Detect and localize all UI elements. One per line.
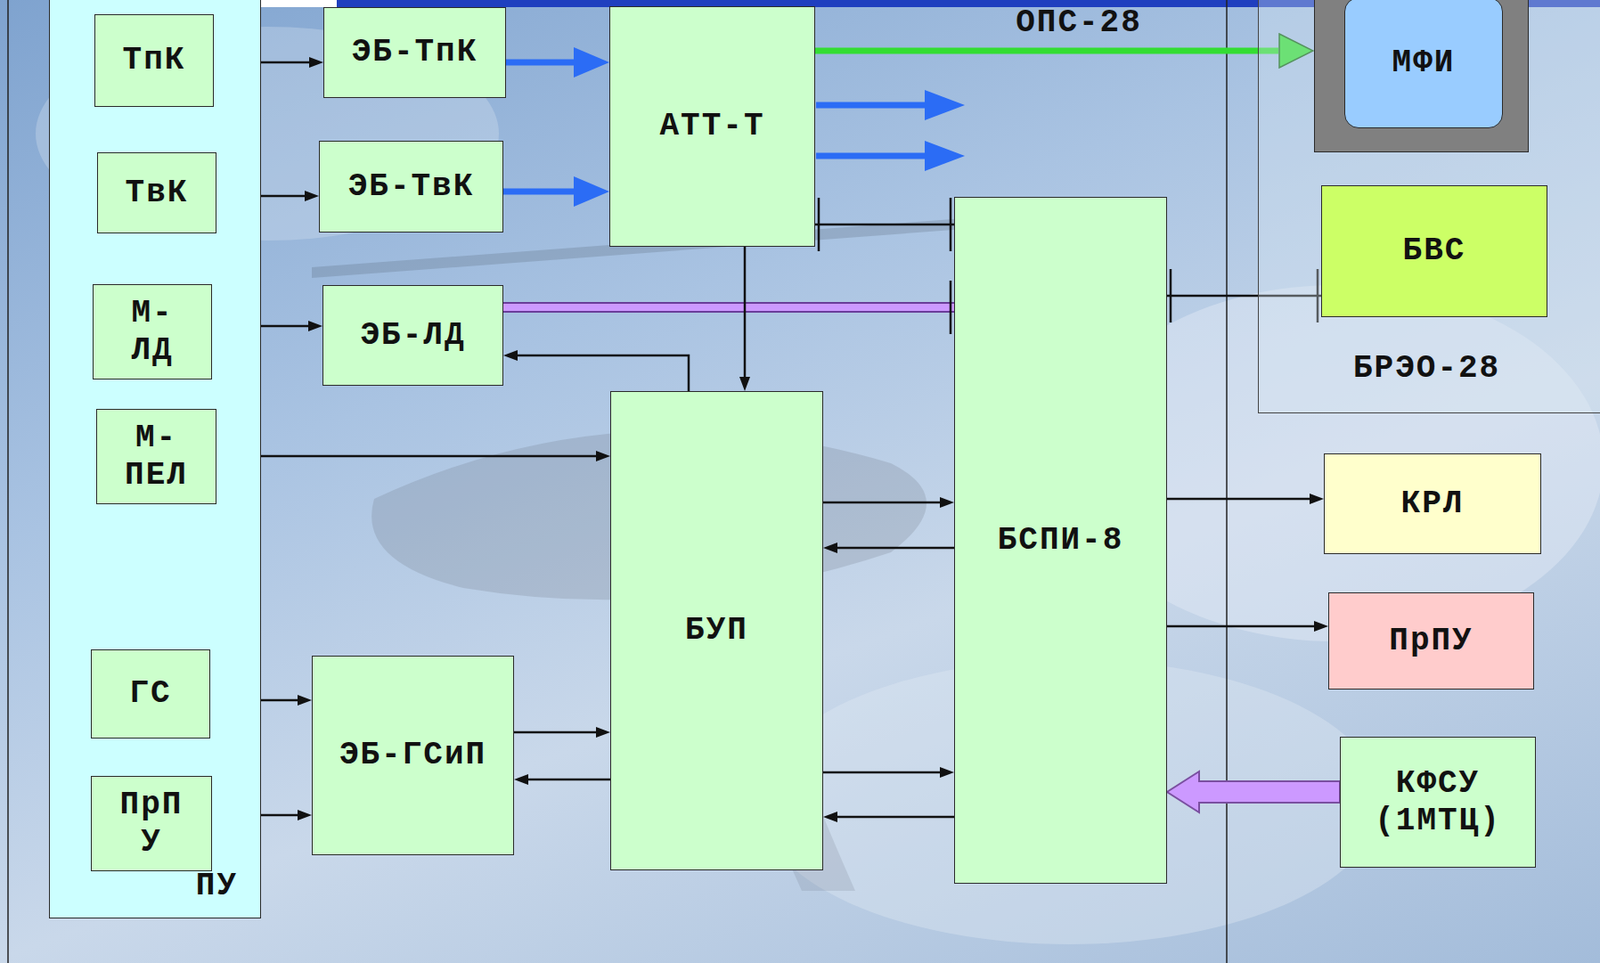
bus-tick: [949, 197, 953, 252]
display-screen: МФИ: [1344, 0, 1503, 129]
process-box: М- ЛД: [92, 284, 213, 380]
region-border: [1225, 0, 1228, 963]
output-arrow: [816, 153, 927, 160]
region-border: [7, 0, 9, 963]
connector: [837, 547, 955, 549]
box-label: М- ЛД: [115, 294, 190, 369]
process-box: ЭБ-ГСиП: [311, 655, 515, 856]
process-box: БУП: [610, 391, 824, 871]
region-panel: ПУ ТпК ТвК М- ЛД М- ПЕЛ ГС ПрП У: [48, 0, 262, 919]
connector: [506, 62, 574, 64]
data-bus: [503, 302, 955, 313]
arrow-line: [1167, 497, 1310, 501]
arrow-line: [837, 816, 955, 819]
box-label: ТвК: [125, 174, 189, 212]
data-bus: [503, 303, 955, 311]
connector: [1167, 498, 1310, 500]
arrow-line: [823, 501, 940, 505]
arrow-line: [815, 48, 1279, 55]
arrow-head: [924, 89, 965, 121]
arrow-line: [1167, 625, 1315, 629]
process-box: БВС: [1321, 185, 1548, 318]
process-box: ГС: [90, 649, 211, 739]
box-label: БУП: [685, 612, 749, 649]
connector: [503, 280, 955, 335]
connector: [503, 191, 574, 193]
output-arrow: [816, 102, 927, 109]
arrow-line: [503, 188, 574, 196]
arrow-line: [506, 59, 574, 66]
logo-area: [261, 0, 337, 8]
box-label: БВС: [1403, 232, 1467, 270]
process-box: ЭБ-ТвК: [318, 140, 504, 233]
process-box: АТТ-Т: [609, 6, 816, 247]
bus-line: [815, 223, 955, 227]
connector: [823, 772, 940, 774]
box-label: КФСУ (1МТЦ): [1366, 765, 1510, 840]
connector: [823, 502, 940, 504]
region-panel: БРЭО-28 МФИ БВС: [1257, 0, 1600, 414]
arrow-head: [924, 140, 965, 172]
arrow-line: [514, 731, 596, 735]
box-label: ПрПУ: [1388, 622, 1473, 660]
connector: [514, 732, 596, 734]
connector: [1167, 626, 1315, 628]
box-label: КРЛ: [1401, 485, 1465, 523]
connector: [528, 779, 611, 781]
process-box: ЭБ-ЛД: [322, 285, 504, 386]
box-label: М- ПЕЛ: [119, 419, 194, 494]
box-label: МФИ: [1392, 44, 1456, 82]
box-label: ЭБ-ТпК: [351, 33, 479, 71]
process-box: ПрП У: [90, 775, 213, 872]
region-title: ОПС-28: [1015, 7, 1143, 40]
connector: [230, 456, 596, 458]
connector: [1167, 771, 1340, 813]
box-label: ЭБ-ТвК: [348, 168, 475, 205]
connector: [815, 50, 1279, 52]
bus-tick: [1169, 269, 1173, 323]
arrow-line: [230, 455, 596, 458]
box-label: ТпК: [122, 41, 187, 79]
box-label: ЭБ-ГСиП: [339, 736, 487, 774]
arrow-line: [823, 771, 940, 775]
process-box: БСПИ-8: [954, 196, 1168, 884]
box-label: БРЭО-28: [1353, 350, 1501, 387]
process-box: ПрПУ: [1328, 592, 1535, 690]
process-box: КФСУ (1МТЦ): [1339, 736, 1536, 868]
process-box: ТпК: [94, 14, 214, 107]
arrow-line: [743, 246, 747, 377]
box-label: ЭБ-ЛД: [359, 317, 466, 354]
box-label: АТТ-Т: [659, 107, 765, 145]
process-box: КРЛ: [1323, 453, 1542, 555]
box-label: ПрП У: [114, 786, 189, 861]
process-box: ТвК: [97, 152, 217, 234]
box-label: ПУ: [195, 867, 238, 905]
arrow-line: [517, 355, 689, 392]
connector: [744, 246, 746, 377]
arrow-line: [528, 778, 611, 782]
box-label: ГС: [129, 675, 172, 712]
connector: [517, 355, 689, 392]
connector: [837, 816, 955, 818]
connector: [815, 197, 955, 252]
process-box: ЭБ-ТпК: [323, 7, 507, 98]
bus-tick: [817, 197, 821, 252]
bus-tick: [949, 280, 953, 335]
display-box: МФИ: [1314, 0, 1529, 153]
bus-arrow: [1167, 771, 1340, 813]
arrow-line: [837, 546, 955, 550]
process-box: М- ПЕЛ: [96, 408, 217, 505]
box-label: БСПИ-8: [997, 522, 1125, 559]
